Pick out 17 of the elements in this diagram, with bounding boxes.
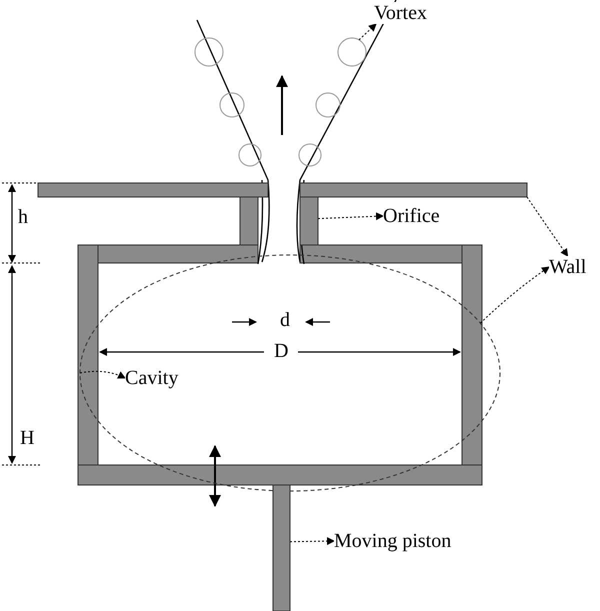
leader-line: [358, 23, 377, 40]
leader-line: [318, 212, 384, 220]
vortex-ring: [316, 92, 340, 118]
vortex-ring: [338, 38, 366, 66]
vortex-ring: [298, 144, 322, 166]
wall-plate: [38, 182, 528, 198]
leader-line: [480, 266, 550, 324]
vortex-ring: [238, 144, 262, 166]
leader-line: [526, 196, 568, 257]
vortex-ring: [220, 92, 244, 118]
vortex-ring: [194, 38, 224, 66]
part-label: Vortex: [374, 2, 427, 24]
dashed-ellipse: [80, 254, 500, 492]
orifice-wall: [300, 196, 318, 246]
leader-line: [290, 537, 335, 546]
leader-line: [80, 370, 126, 379]
piston-rod: [272, 484, 290, 611]
